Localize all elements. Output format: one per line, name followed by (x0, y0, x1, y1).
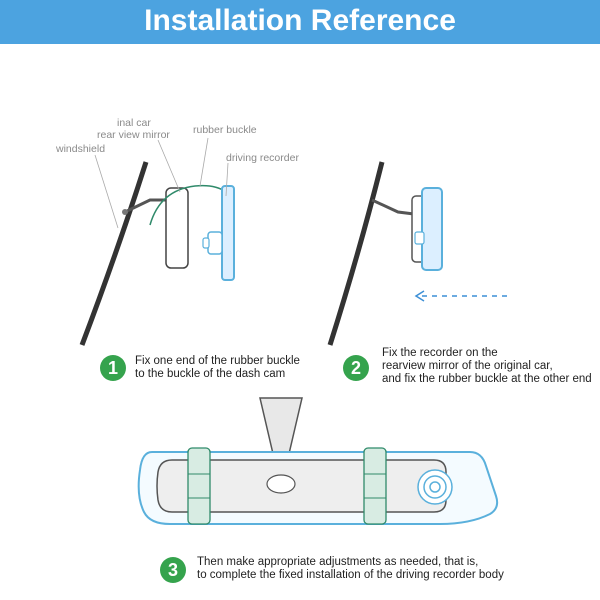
step-2-line-2: rearview mirror of the original car, (382, 360, 553, 372)
label-windshield: windshield (56, 143, 106, 155)
mirror-stem (259, 397, 303, 459)
step-3-badge: 3 (160, 557, 186, 583)
diagram-3 (137, 397, 499, 525)
windshield-2 (327, 161, 385, 346)
mount-arm-2 (371, 198, 415, 216)
label-mirror-line2: rear view mirror (97, 129, 170, 141)
strap-left (187, 447, 211, 525)
step-3-line-2: to complete the fixed installation of th… (197, 569, 504, 581)
step-2-line-1: Fix the recorder on the (382, 347, 498, 359)
installation-illustration (79, 137, 508, 525)
diagram-1 (79, 137, 235, 346)
step-1-badge: 1 (100, 355, 126, 381)
windshield-1 (79, 161, 149, 346)
driving-recorder-1 (221, 185, 235, 281)
diagram-2 (327, 161, 508, 346)
step-3-text: Then make appropriate adjustments as nee… (197, 556, 504, 582)
step-2-text: Fix the recorder on the rearview mirror … (382, 347, 592, 386)
step-3-line-1: Then make appropriate adjustments as nee… (197, 556, 479, 568)
driving-recorder-2 (421, 187, 443, 271)
step-1-text: Fix one end of the rubber buckle to the … (135, 355, 300, 381)
step-1-line-1: Fix one end of the rubber buckle (135, 355, 300, 367)
camera-lens-icon (417, 469, 453, 505)
original-mirror-1 (165, 187, 189, 269)
step-2-badge: 2 (343, 355, 369, 381)
strap-right (363, 447, 387, 525)
rubber-buckle-1 (149, 184, 227, 226)
step-1-line-2: to the buckle of the dash cam (135, 368, 286, 380)
header-banner (0, 0, 600, 44)
label-rubber-buckle: rubber buckle (193, 124, 257, 136)
label-mirror-line1: inal car (117, 117, 151, 129)
page-title: Installation Reference (144, 4, 456, 37)
step-2-line-3: and fix the rubber buckle at the other e… (382, 373, 592, 385)
label-driving-recorder: driving recorder (226, 152, 299, 164)
